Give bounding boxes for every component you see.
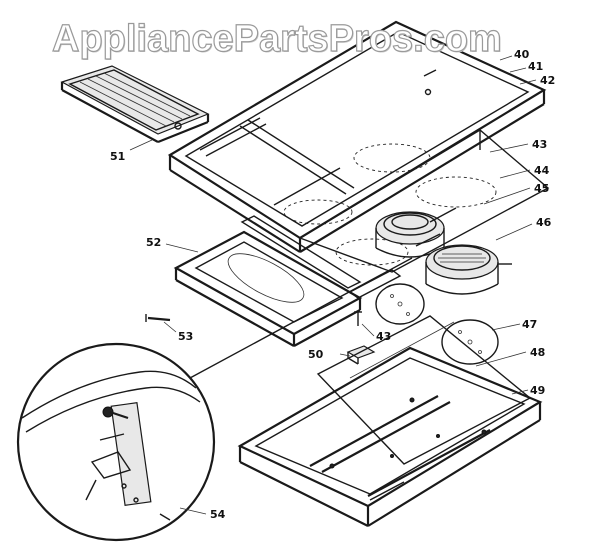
glass-cooktop-44 [283, 129, 550, 273]
bracket-50 [346, 345, 376, 365]
clip-43 [354, 311, 362, 326]
watermark: AppliancePartsPros.com [51, 17, 502, 60]
screw-53 [145, 314, 171, 322]
callout-52: 52 [146, 236, 162, 249]
callout-51: 51 [110, 150, 126, 163]
callout-41: 41 [528, 60, 544, 73]
cooktop-top-frame [167, 20, 547, 253]
callout-47: 47 [522, 318, 538, 331]
burner-box-49 [237, 346, 543, 527]
surface-burner-46 [375, 211, 512, 295]
callout-49: 49 [530, 384, 546, 397]
leader-lines [129, 55, 537, 515]
grill-grate-51 [60, 65, 210, 144]
drip-pan-47 [375, 283, 499, 365]
callout-48: 48 [530, 346, 546, 359]
element-45-connector [415, 207, 457, 247]
callout-43-top: 43 [532, 138, 548, 151]
callout-43-lower: 43 [376, 330, 392, 343]
callout-50: 50 [308, 348, 324, 361]
callout-46: 46 [536, 216, 552, 229]
callout-45: 45 [534, 182, 550, 195]
callout-44: 44 [534, 164, 550, 177]
detail-inset-54 [16, 257, 413, 542]
callout-42: 42 [540, 74, 556, 87]
callout-54: 54 [210, 508, 226, 521]
control-panel-52 [173, 215, 402, 347]
callout-53: 53 [178, 330, 194, 343]
callout-40: 40 [514, 48, 530, 61]
